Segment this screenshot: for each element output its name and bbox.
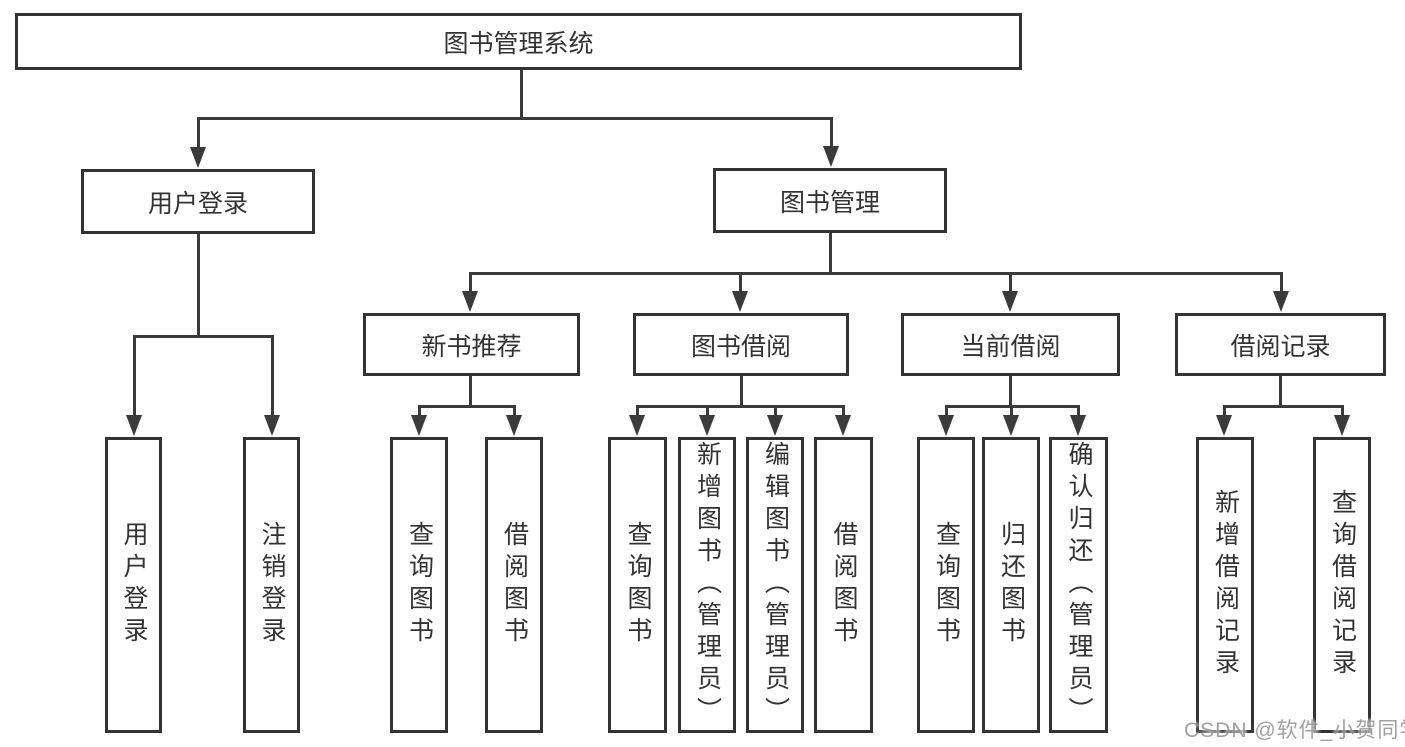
node-label-leaf-rcd-add-record: 新增借阅记录 [1211, 489, 1240, 681]
arrowhead-down-icon [1334, 415, 1350, 436]
node-label-leaf-rec-borrow-book: 借阅图书 [500, 521, 529, 649]
connector-line [132, 334, 274, 338]
node-leaf-user-login: 用户登录 [105, 437, 162, 733]
arrowhead-down-icon [835, 415, 851, 436]
connector-line [828, 231, 832, 275]
node-label-leaf-cur-return-book: 归还图书 [997, 521, 1026, 649]
node-leaf-cur-query-book: 查询图书 [917, 437, 975, 733]
node-library-system: 图书管理系统 [15, 13, 1022, 70]
node-book-borrowing: 图书借阅 [633, 313, 849, 376]
node-label-leaf-bor-borrow-book: 借阅图书 [830, 521, 858, 649]
node-label-current-borrowing: 当前借阅 [960, 332, 1061, 361]
node-book-management: 图书管理 [713, 168, 947, 233]
node-leaf-bor-add-book: 新增图书（管理员） [678, 437, 736, 733]
connector-line [270, 334, 274, 423]
connector-line [417, 404, 516, 408]
connector-line [468, 374, 472, 408]
arrowhead-down-icon [1216, 415, 1232, 436]
node-leaf-bor-borrow-book: 借阅图书 [814, 437, 873, 733]
connector-line [417, 404, 421, 424]
connector-line [196, 116, 200, 155]
connector-line [944, 404, 948, 424]
arrowhead-down-icon [411, 415, 427, 436]
connector-line [196, 116, 833, 120]
connector-line [512, 404, 516, 424]
node-leaf-cur-return-book: 归还图书 [982, 437, 1040, 733]
node-label-library-system: 图书管理系统 [443, 29, 594, 58]
arrowhead-down-icon [190, 147, 206, 168]
arrowhead-down-icon [264, 415, 280, 436]
arrowhead-down-icon [823, 146, 839, 167]
connector-line [841, 404, 845, 424]
node-label-leaf-rec-query-book: 查询图书 [405, 521, 434, 649]
node-label-leaf-bor-add-book: 新增图书（管理员） [693, 441, 722, 729]
arrowhead-down-icon [938, 415, 954, 436]
connector-line [519, 67, 523, 120]
node-leaf-rec-borrow-book: 借阅图书 [485, 437, 543, 733]
arrowhead-down-icon [1002, 291, 1018, 312]
node-label-user-login: 用户登录 [147, 189, 248, 218]
node-current-borrowing: 当前借阅 [901, 313, 1120, 376]
node-leaf-bor-query-book: 查询图书 [608, 437, 667, 733]
arrowhead-down-icon [462, 291, 478, 312]
arrowhead-down-icon [506, 415, 522, 436]
node-label-leaf-user-login: 用户登录 [120, 521, 148, 649]
connector-line [738, 271, 742, 300]
connector-line [1008, 374, 1012, 408]
connector-line [468, 271, 472, 300]
connector-line [1222, 404, 1226, 424]
node-label-book-borrowing: 图书借阅 [690, 332, 791, 361]
node-label-new-book-recommend: 新书推荐 [421, 332, 522, 361]
connector-line [196, 232, 200, 338]
connector-line [705, 404, 709, 424]
arrowhead-down-icon [767, 415, 783, 436]
connector-line [468, 271, 1283, 275]
node-label-leaf-bor-query-book: 查询图书 [624, 521, 652, 649]
node-label-leaf-cur-query-book: 查询图书 [932, 521, 961, 649]
node-leaf-bor-edit-book: 编辑图书（管理员） [746, 437, 804, 733]
node-leaf-rcd-add-record: 新增借阅记录 [1196, 437, 1254, 733]
arrowhead-down-icon [629, 415, 645, 436]
node-new-book-recommend: 新书推荐 [363, 313, 580, 376]
node-label-book-management: 图书管理 [779, 188, 880, 217]
connector-line [1009, 404, 1013, 424]
node-label-borrowing-records: 借阅记录 [1230, 332, 1331, 361]
connector-line [773, 404, 777, 424]
connector-line [1076, 404, 1080, 424]
connector-line [635, 404, 639, 424]
node-leaf-rec-query-book: 查询图书 [390, 437, 448, 733]
connector-line [1279, 271, 1283, 300]
node-leaf-rcd-query-record: 查询借阅记录 [1313, 437, 1371, 733]
connector-line [1340, 404, 1344, 424]
node-leaf-cur-confirm-return: 确认归还（管理员） [1049, 437, 1108, 733]
connector-line [829, 116, 833, 154]
connector-line [1278, 374, 1282, 408]
node-label-leaf-bor-edit-book: 编辑图书（管理员） [761, 441, 790, 729]
node-leaf-logout: 注销登录 [243, 437, 300, 733]
csdn-watermark: CSDN @软件_小贺同学 [1184, 719, 1405, 742]
connector-line [635, 404, 845, 408]
connector-line [1008, 271, 1012, 300]
node-label-leaf-logout: 注销登录 [258, 521, 286, 649]
node-label-leaf-cur-confirm-return: 确认归还（管理员） [1065, 441, 1093, 729]
arrowhead-down-icon [732, 291, 748, 312]
connector-line [739, 374, 743, 408]
arrowhead-down-icon [1273, 291, 1289, 312]
node-borrowing-records: 借阅记录 [1175, 313, 1386, 376]
arrowhead-down-icon [1070, 415, 1086, 436]
arrowhead-down-icon [699, 415, 715, 436]
node-label-leaf-rcd-query-record: 查询借阅记录 [1328, 489, 1357, 681]
arrowhead-down-icon [126, 415, 142, 436]
connector-line [1222, 404, 1344, 408]
connector-line [132, 334, 136, 423]
node-user-login: 用户登录 [81, 169, 315, 234]
arrowhead-down-icon [1003, 415, 1019, 436]
